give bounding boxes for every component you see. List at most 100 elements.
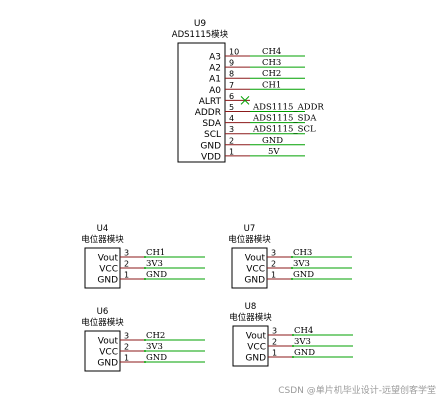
module-name: 电位器模块 <box>81 317 124 328</box>
net-label: CH3 <box>293 248 312 258</box>
pin-label: VDD <box>201 152 221 162</box>
pin-number: 1 <box>124 354 129 363</box>
pin-number: 2 <box>124 343 129 352</box>
main-chip-pin-vdd: VDD 1 5V <box>201 147 305 162</box>
wire-junction <box>292 345 294 347</box>
pin-label: Vout <box>98 337 119 347</box>
pin-number: 6 <box>229 92 234 101</box>
pin-number: 2 <box>124 260 129 269</box>
module-pin-vcc: VCC 2 3V3 <box>247 337 353 353</box>
pin-number: 1 <box>272 349 277 358</box>
net-label: CH1 <box>146 248 165 258</box>
wire-junction <box>144 350 146 352</box>
pin-number: 3 <box>271 249 276 258</box>
pin-number: 8 <box>229 70 234 79</box>
module-pin-vout: Vout 3 CH3 <box>245 248 352 264</box>
wire-junction <box>291 278 293 280</box>
main-chip-pin-a3: A3 10 CH4 <box>209 47 305 63</box>
pin-label: SDA <box>202 119 221 129</box>
wire-junction <box>144 361 146 363</box>
net-label: GND <box>146 353 167 363</box>
net-label: ADS1115_ADDR <box>252 103 324 113</box>
net-label: ADS1115_SDA <box>252 114 317 124</box>
pin-number: 3 <box>124 332 129 341</box>
pin-label: Vout <box>245 254 266 264</box>
pin-number: 1 <box>124 271 129 280</box>
module-body <box>84 330 121 372</box>
net-label: GND <box>293 270 314 280</box>
pin-label: VCC <box>246 265 265 275</box>
pin-label: SCL <box>204 130 221 140</box>
pin-label: A3 <box>209 53 221 63</box>
module-name: 电位器模块 <box>81 234 124 245</box>
no-connect-marker <box>240 96 250 105</box>
pin-number: 2 <box>271 260 276 269</box>
module-body <box>231 247 268 289</box>
watermark: CSDN @单片机毕业设计-远望创客学堂 <box>278 384 436 396</box>
pin-label: GND <box>97 359 118 369</box>
pin-label: Vout <box>98 254 119 264</box>
main-chip-name: ADS1115模块 <box>172 29 229 40</box>
pin-number: 9 <box>229 59 234 68</box>
net-label: CH4 <box>262 47 281 57</box>
pin-number: 5 <box>229 103 234 112</box>
pin-number: 10 <box>229 48 239 57</box>
net-label: GND <box>146 270 167 280</box>
net-label: 5V <box>268 147 280 157</box>
wire-junction <box>292 334 294 336</box>
module-ref: U8 <box>245 302 257 312</box>
module-name: 电位器模块 <box>229 312 272 323</box>
pin-label: GND <box>245 354 266 364</box>
pin-number: 1 <box>229 147 234 156</box>
module-ref: U6 <box>97 307 109 317</box>
pin-label: ADDR <box>195 108 221 118</box>
module-pin-vcc: VCC 2 3V3 <box>246 259 352 275</box>
wire-junction <box>144 278 146 280</box>
pin-label: GND <box>200 141 221 151</box>
pin-number: 1 <box>271 271 276 280</box>
pin-label: Vout <box>246 332 267 342</box>
net-label: CH4 <box>294 326 313 336</box>
wire-junction <box>291 256 293 258</box>
net-label: CH3 <box>262 58 281 68</box>
pin-number: 3 <box>229 125 234 134</box>
wire-junction <box>144 256 146 258</box>
net-label: GND <box>294 348 315 358</box>
pin-number: 2 <box>229 136 234 145</box>
net-label: CH1 <box>262 80 281 90</box>
pin-label: VCC <box>99 265 118 275</box>
pin-label: VCC <box>247 343 266 353</box>
module-name: 电位器模块 <box>228 234 271 245</box>
pin-number: 4 <box>229 114 234 123</box>
main-chip-pin-addr: ADDR 5 ADS1115_ADDR <box>195 103 325 119</box>
wire-junction <box>292 356 294 358</box>
net-label: GND <box>262 136 283 146</box>
pin-number: 3 <box>272 327 277 336</box>
net-label: CH2 <box>146 331 165 341</box>
module-pin-vcc: VCC 2 3V3 <box>99 342 205 358</box>
pin-label: VCC <box>99 348 118 358</box>
pin-label: A0 <box>209 86 221 96</box>
net-label: 3V3 <box>293 259 310 269</box>
net-label: 3V3 <box>294 337 311 347</box>
wire-junction <box>291 267 293 269</box>
pin-number: 2 <box>272 338 277 347</box>
net-label: 3V3 <box>146 342 163 352</box>
